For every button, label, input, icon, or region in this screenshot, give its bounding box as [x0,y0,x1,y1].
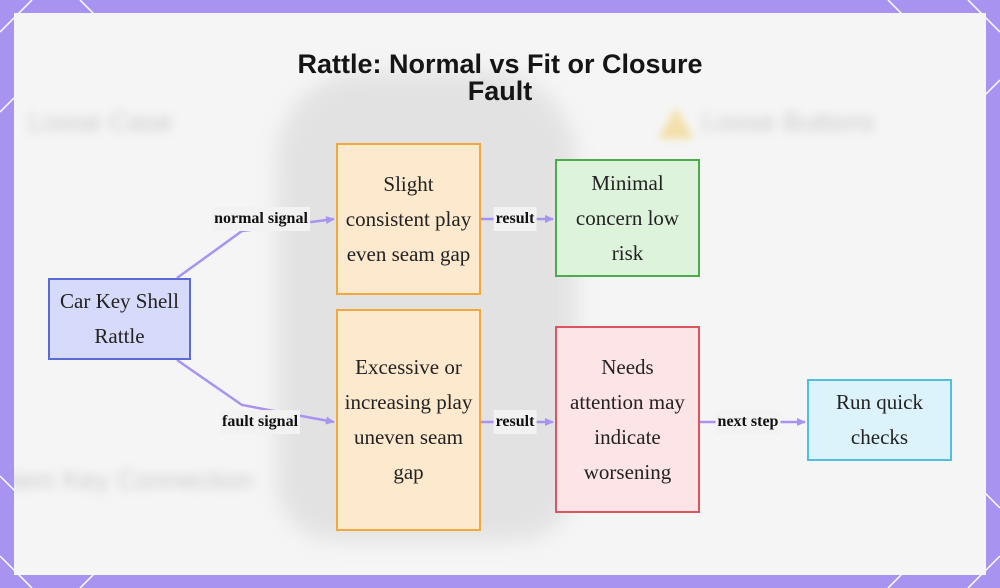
edge-label-fault-signal: fault signal [220,410,300,434]
node-label: Minimal concern low risk [563,166,692,271]
node-excessive-play: Excessive or increasing play uneven seam… [336,309,481,531]
node-label: Excessive or increasing play uneven seam… [344,350,473,490]
diagram-canvas: Loose Case Loose Buttons tem Key Connect… [14,13,986,575]
edge-label-next-step: next step [716,410,781,434]
edge-label-result-bottom: result [494,410,537,434]
edge-label-result-top: result [494,207,537,231]
node-slight-play: Slight consistent play even seam gap [336,143,481,295]
node-label: Car Key Shell Rattle [56,284,183,354]
edge-label-normal-signal: normal signal [212,207,310,231]
node-label: Slight consistent play even seam gap [344,167,473,272]
node-label: Run quick checks [815,385,944,455]
node-run-quick-checks: Run quick checks [807,379,952,461]
node-needs-attention: Needs attention may indicate worsening [555,326,700,513]
node-car-key-shell-rattle: Car Key Shell Rattle [48,278,191,360]
node-label: Needs attention may indicate worsening [563,350,692,490]
node-minimal-concern: Minimal concern low risk [555,159,700,277]
